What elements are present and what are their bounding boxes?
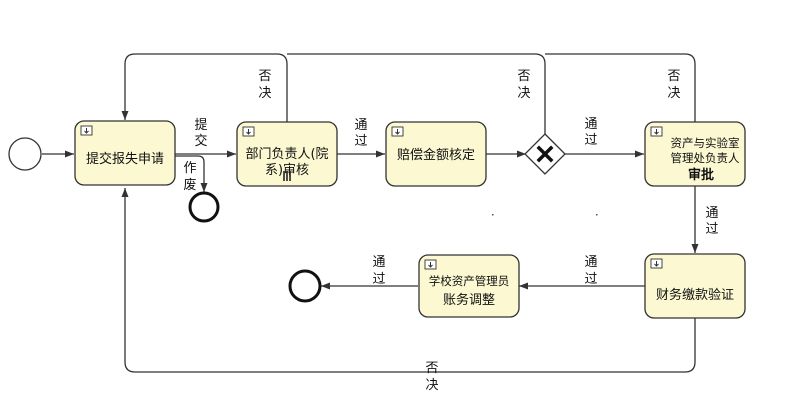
reject-label-1-line2: 决 <box>258 86 271 101</box>
void-label-line2: 废 <box>183 177 196 193</box>
reject-label-3-line1: 否 <box>667 69 680 84</box>
task-compensation-label: 赔偿金额核定 <box>397 147 475 163</box>
reject-label-4-line1: 否 <box>425 361 438 376</box>
user-task-icon <box>242 126 255 137</box>
stray-dot <box>596 214 598 216</box>
submit-label-line2: 交 <box>194 133 207 149</box>
pass-label-5-line2: 过 <box>372 272 385 287</box>
submit-label-line1: 提 <box>194 117 207 133</box>
end-event <box>288 269 322 303</box>
reject-label-2-line2: 决 <box>517 86 530 101</box>
task-dept-review-label-1: 部门负责人(院 <box>245 147 328 162</box>
void-label-line1: 作 <box>183 161 196 176</box>
task-dept-review[interactable]: 部门负责人(院 系)审核 <box>236 121 338 187</box>
task-submit-label: 提交报失申请 <box>86 151 164 167</box>
user-task-icon <box>80 125 93 136</box>
task-finance-label: 财务缴款验证 <box>656 287 734 303</box>
edge-dept-reject <box>121 53 288 122</box>
void-end-event <box>188 191 220 223</box>
task-asset-lab-label-1: 资产与实验室 <box>671 136 740 150</box>
task-asset-lab-label-2: 管理处负责人 <box>671 151 740 165</box>
exclusive-gateway[interactable] <box>524 133 566 175</box>
exclusive-gateway-x-icon <box>536 145 554 163</box>
pass-label-3-line1: 通 <box>705 206 718 221</box>
pass-label-1-line1: 通 <box>354 118 367 133</box>
task-school-label-1: 学校资产管理员 <box>429 274 510 288</box>
task-asset-lab-label-3: 审批 <box>688 167 714 183</box>
pass-label-2-line1: 通 <box>584 117 597 132</box>
task-asset-lab-approval[interactable]: 资产与实验室 管理处负责人 审批 <box>644 121 746 187</box>
reject-label-3-line2: 决 <box>667 86 680 101</box>
task-school-asset-admin[interactable]: 学校资产管理员 账务调整 <box>418 254 520 318</box>
loop-marker-icon <box>283 171 291 181</box>
start-event <box>8 137 42 171</box>
edge-assetlab-reject <box>545 53 696 122</box>
task-compensation[interactable]: 赔偿金额核定 <box>385 121 487 187</box>
pass-label-3-line2: 过 <box>705 222 718 237</box>
user-task-icon <box>650 126 663 137</box>
user-task-icon <box>391 126 404 137</box>
reject-label-2-line1: 否 <box>517 69 530 84</box>
pass-label-5-line1: 通 <box>372 255 385 270</box>
pass-label-4-line2: 过 <box>584 272 597 287</box>
pass-label-1-line2: 过 <box>354 134 367 149</box>
task-school-label-2: 账务调整 <box>443 292 495 308</box>
task-dept-review-label-2: 系)审核 <box>265 163 309 178</box>
user-task-icon <box>424 259 437 270</box>
edge-submit-to-void <box>175 155 208 192</box>
user-task-icon <box>650 258 663 269</box>
reject-label-4-line2: 决 <box>425 378 438 393</box>
edge-finance-reject <box>121 188 696 373</box>
pass-label-2-line2: 过 <box>584 133 597 148</box>
reject-label-1-line1: 否 <box>258 69 271 84</box>
stray-dot <box>492 214 494 216</box>
edge-gateway-reject <box>287 53 546 135</box>
task-finance-verify[interactable]: 财务缴款验证 <box>644 253 746 319</box>
task-submit[interactable]: 提交报失申请 <box>74 120 176 186</box>
pass-label-4-line1: 通 <box>584 255 597 270</box>
